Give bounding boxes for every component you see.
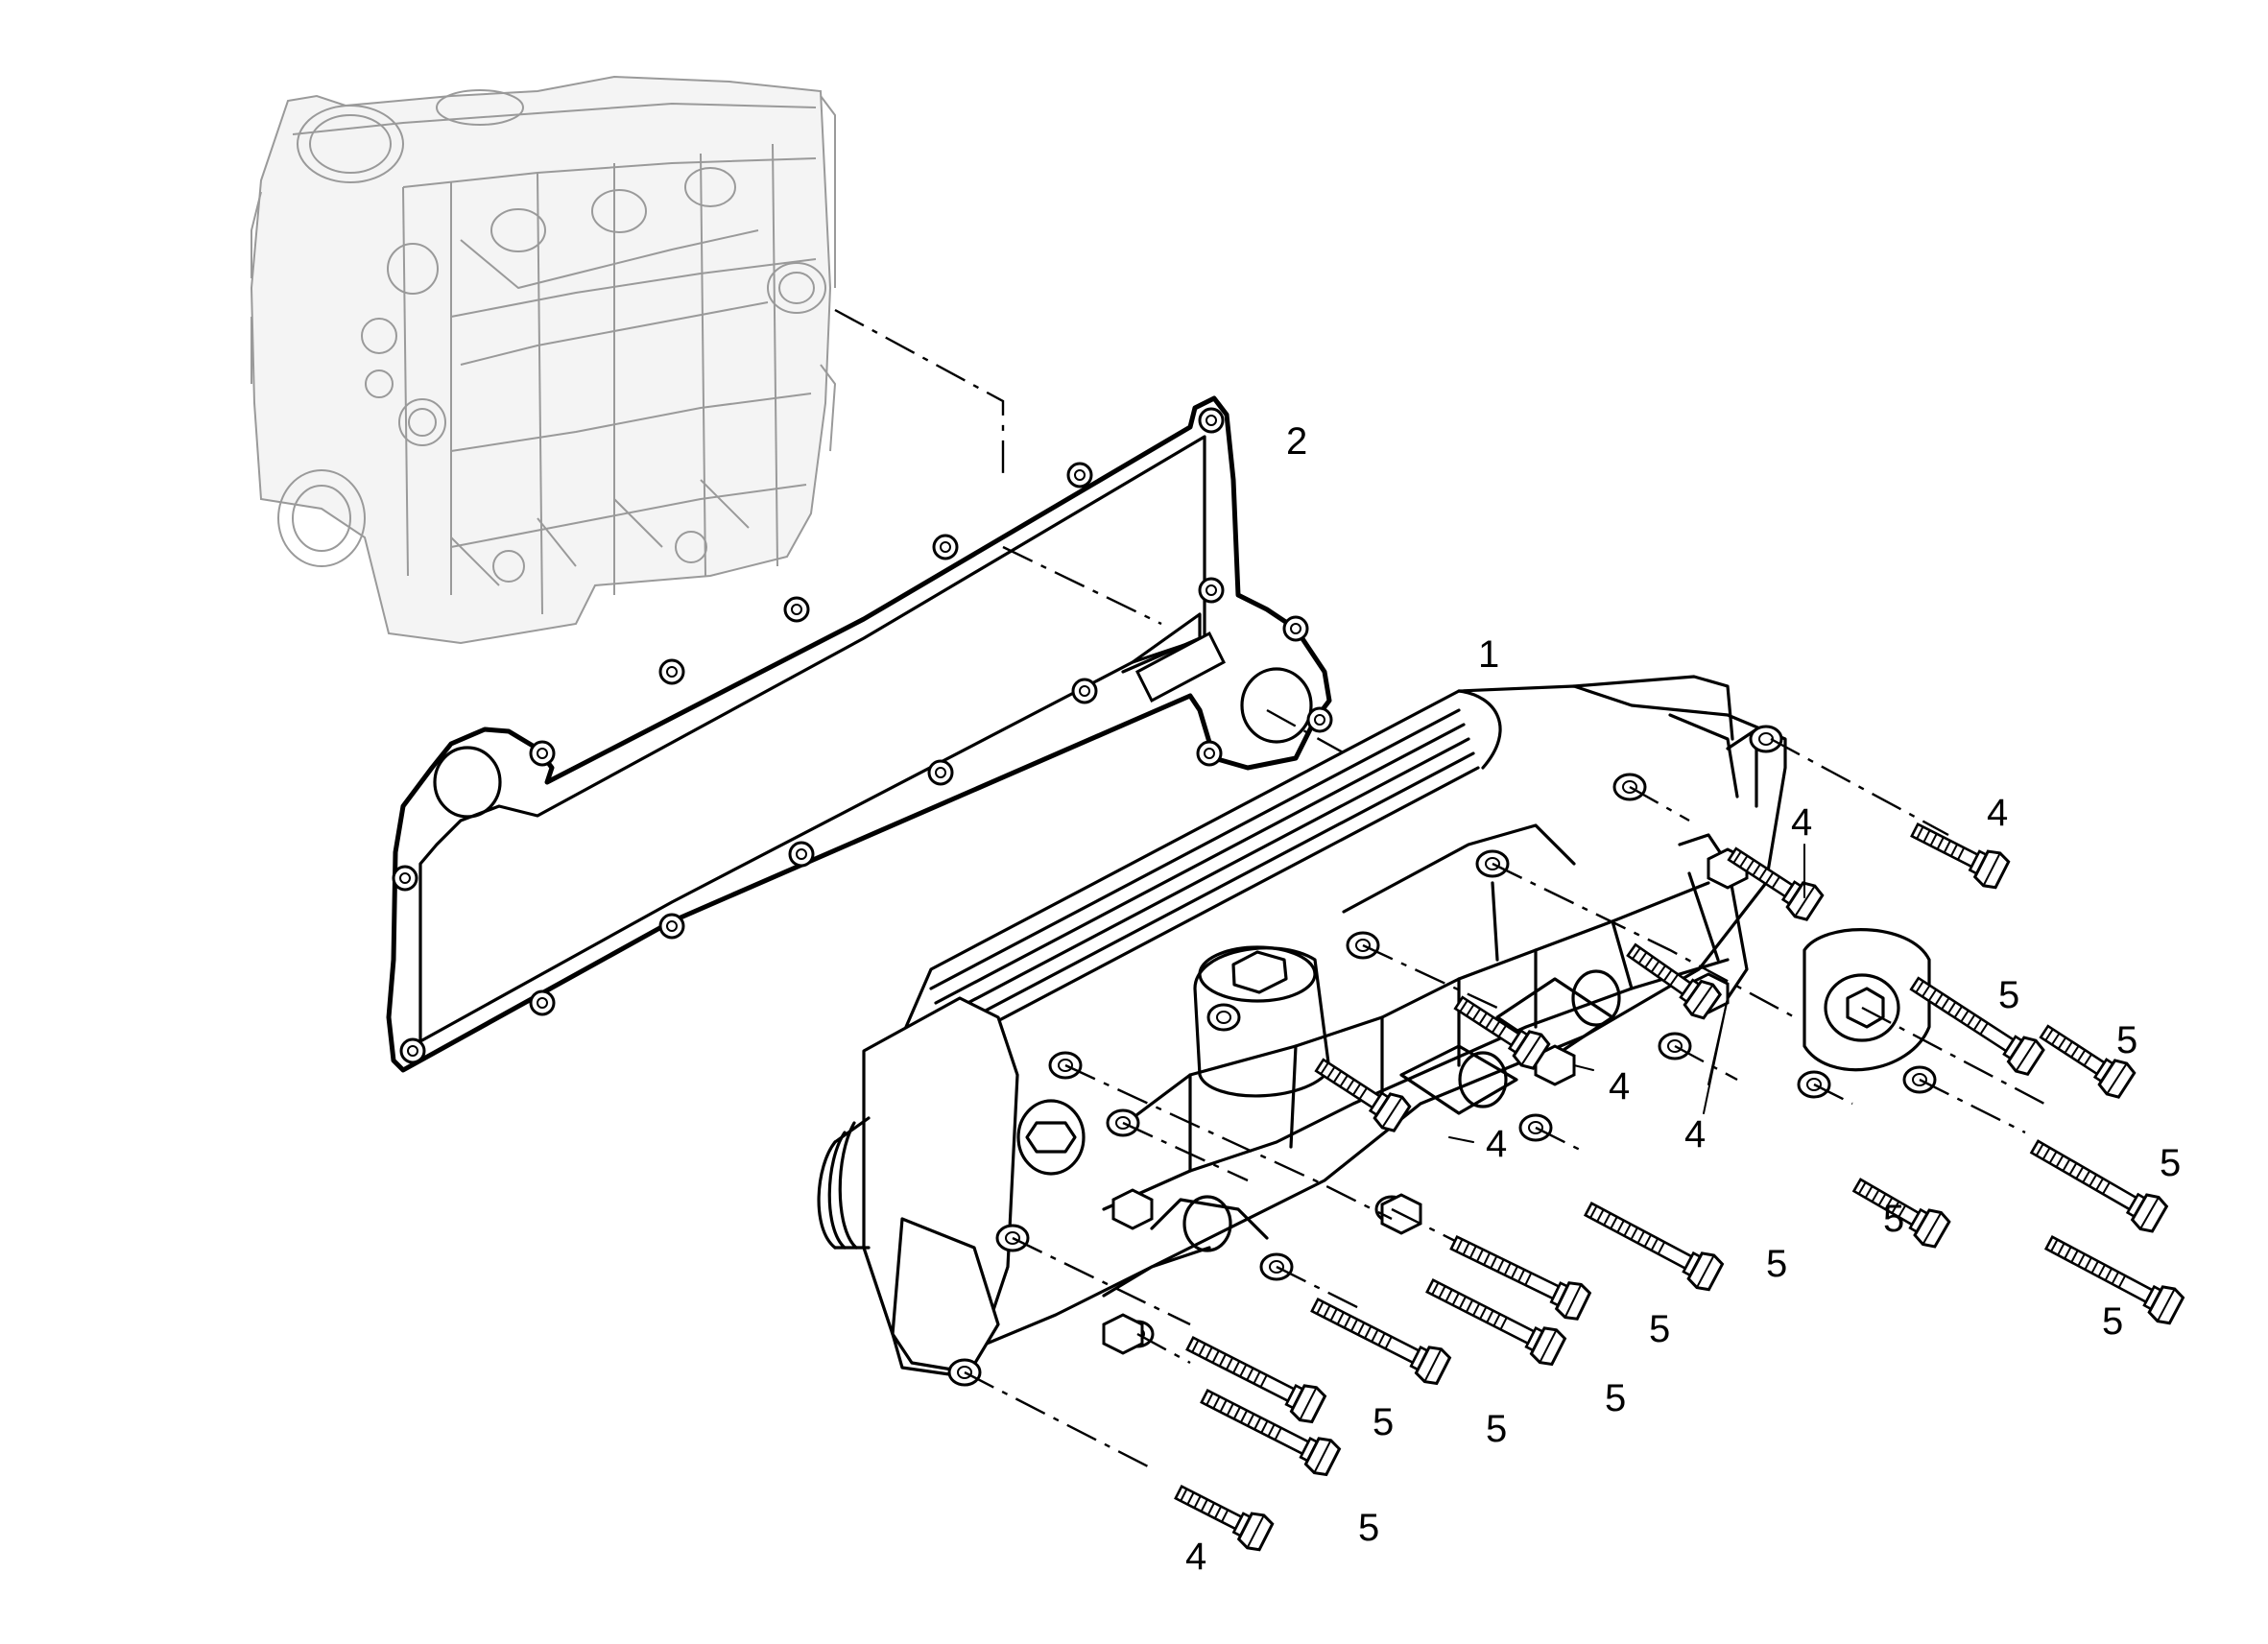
callout-oil-cooler: 1 bbox=[1478, 633, 1499, 676]
bolt-mid-1 bbox=[1578, 1191, 1726, 1295]
callout-bolt-right-2: 5 bbox=[2116, 1019, 2137, 1061]
callout-screw-bottom-left: 4 bbox=[1185, 1536, 1206, 1578]
callout-screw-centre-b: 4 bbox=[1486, 1123, 1507, 1165]
bolt-alignment-lines bbox=[964, 737, 2045, 1470]
callout-screw-centre-c: 4 bbox=[1684, 1113, 1706, 1156]
callout-screw-top-right: 4 bbox=[1987, 792, 2008, 834]
gasket bbox=[386, 395, 1333, 1073]
callout-bolt-mid-3: 5 bbox=[1605, 1377, 1626, 1419]
callout-bolt-right-3: 5 bbox=[2160, 1142, 2181, 1184]
bolt-right-3 bbox=[2024, 1130, 2170, 1236]
oil-cooler-housing bbox=[817, 675, 1937, 1387]
callout-bolt-low-3: 5 bbox=[1358, 1507, 1379, 1549]
callout-bolt-low-1: 5 bbox=[1373, 1401, 1394, 1443]
callout-screw-upper-mid: 4 bbox=[1791, 801, 1812, 844]
callout-screw-centre-a: 4 bbox=[1609, 1065, 1630, 1108]
callout-bolt-mid-2: 5 bbox=[1649, 1308, 1670, 1350]
callout-bolt-right-1: 5 bbox=[1998, 974, 2019, 1016]
callout-labels: 2 1 4 4 4 4 4 4 5 5 5 5 5 5 5 5 5 5 5 bbox=[1185, 420, 2181, 1578]
bolt-low-1 bbox=[1304, 1287, 1453, 1389]
leader-lines bbox=[1448, 844, 1805, 1143]
callout-bolt-low-2: 5 bbox=[1486, 1408, 1507, 1450]
alignment-line-gasket bbox=[1002, 545, 1354, 760]
callout-bolt-mid-1: 5 bbox=[1766, 1243, 1787, 1285]
engine-block-reference bbox=[250, 75, 836, 645]
alignment-line-engine bbox=[834, 308, 1005, 480]
callout-bolt-right-4: 5 bbox=[2102, 1300, 2123, 1343]
callout-bolt-right-5: 5 bbox=[1883, 1198, 1904, 1240]
bolt-low-2 bbox=[1180, 1325, 1328, 1427]
callout-gasket: 2 bbox=[1286, 420, 1307, 463]
